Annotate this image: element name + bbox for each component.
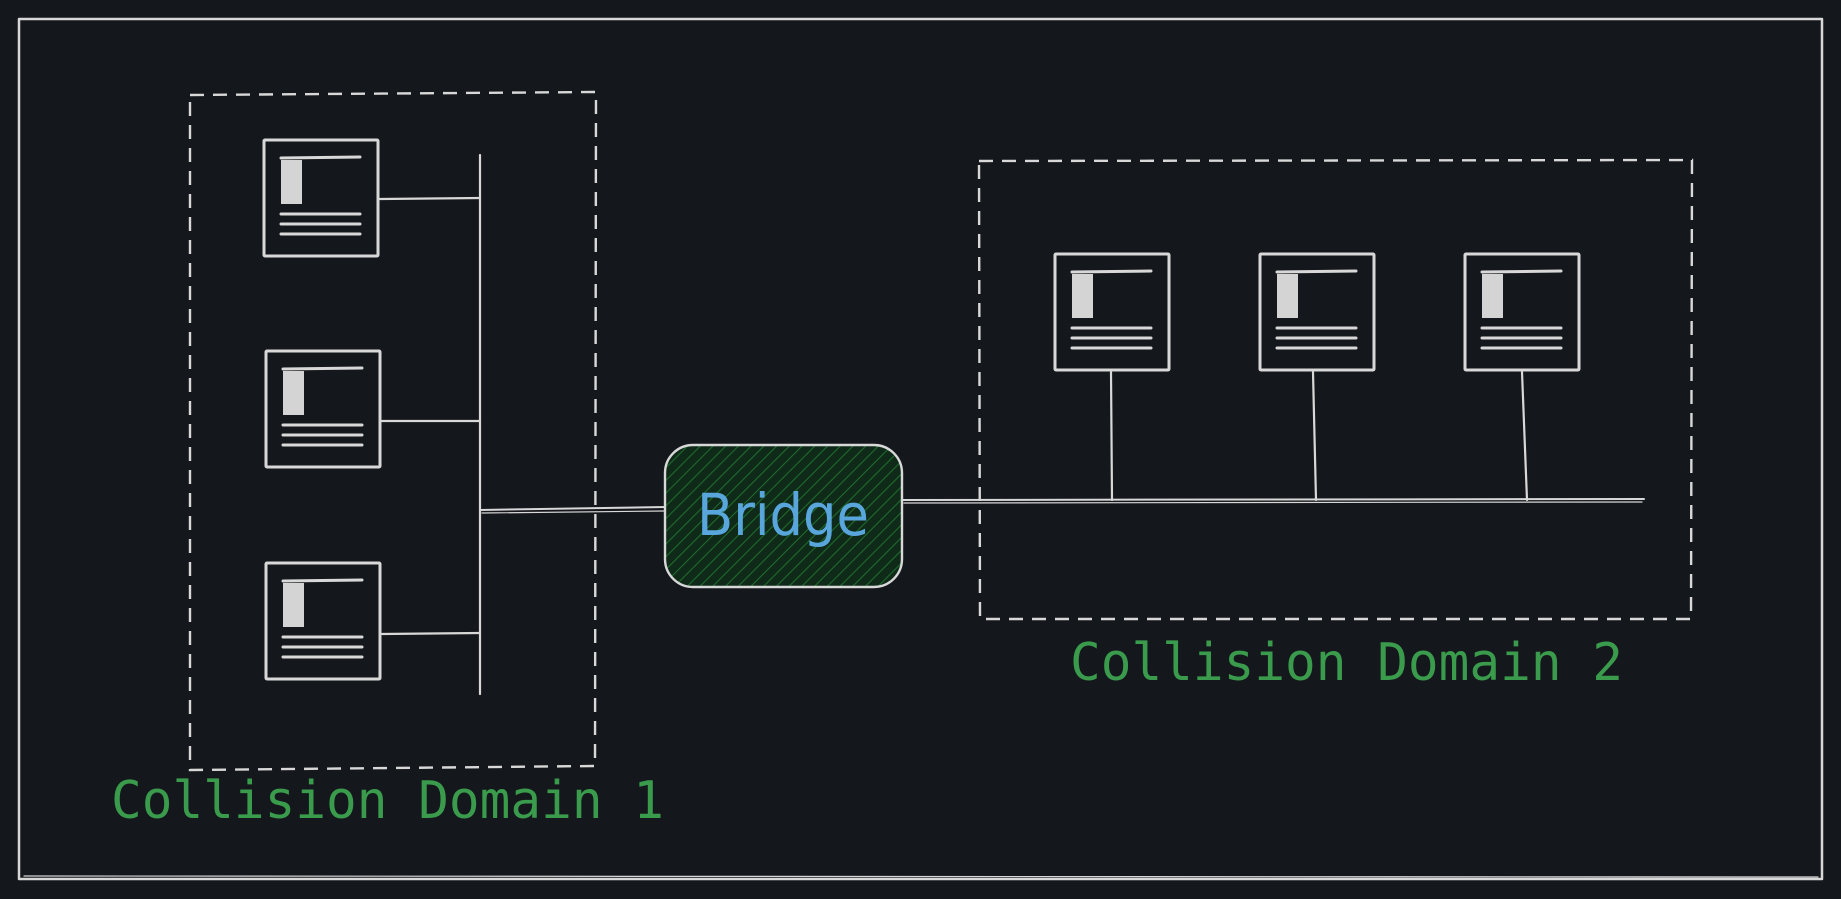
bridge-label: Bridge (697, 481, 869, 549)
host-4 (1053, 252, 1171, 502)
collision-domain-2-label: Collision Domain 2 (1070, 633, 1623, 693)
host-1 (262, 138, 482, 258)
collision-domain-2-boundary (977, 158, 1694, 621)
collision-domain-2: Collision Domain 2 (977, 158, 1694, 693)
computer-icon (262, 138, 380, 258)
domain-1-bridge-link (479, 506, 667, 514)
host-6 (1463, 252, 1581, 502)
collision-domain-1-label: Collision Domain 1 (111, 771, 664, 831)
computer-icon (1258, 252, 1376, 372)
computer-icon (264, 349, 382, 469)
computer-icon (1463, 252, 1581, 372)
host-3 (264, 561, 482, 681)
computer-icon (1053, 252, 1171, 372)
bridge: Bridge (663, 443, 904, 589)
computer-icon (264, 561, 382, 681)
collision-domain-1: Collision Domain 1 (111, 90, 664, 831)
bridge-domain-2-link (901, 498, 1645, 504)
host-2 (264, 349, 482, 469)
outer-frame (17, 17, 1824, 881)
collision-domain-1-boundary (188, 90, 598, 772)
host-5 (1258, 252, 1376, 502)
